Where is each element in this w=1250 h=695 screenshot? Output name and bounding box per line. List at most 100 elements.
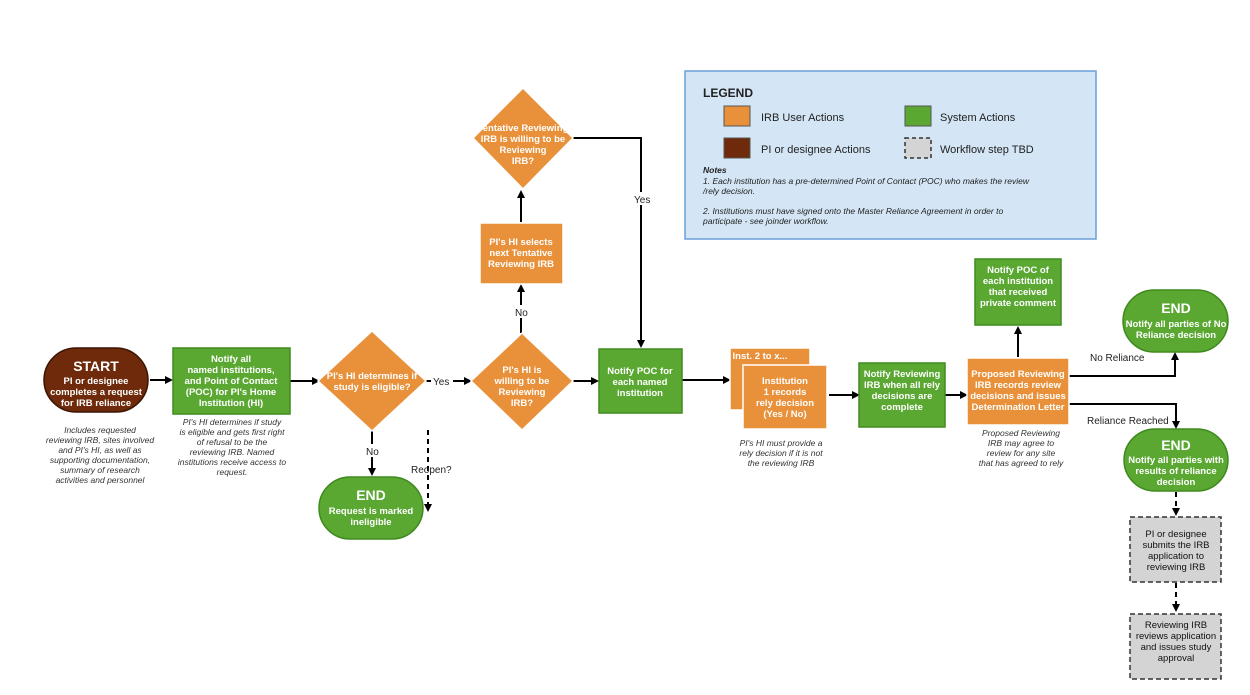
node-end-ineligible-line: Request is marked [329, 506, 414, 517]
annotation-proposed: Proposed Reviewing IRB may agree to revi… [979, 428, 1064, 468]
annotation-line: of refusal to be the [197, 437, 268, 447]
annotation-line: is eligible and gets first right [180, 427, 286, 437]
node-pi-hi-selects: PI's HI selects next Tentative Reviewing… [479, 222, 564, 285]
node-end-ineligible-line: ineligible [350, 517, 391, 528]
node-end-no-reliance-line: Notify all parties of No [1126, 319, 1227, 330]
node-notify-reviewing: Notify Reviewing IRB when all rely decis… [858, 362, 946, 428]
node-reviews-line: reviews application [1136, 631, 1216, 642]
edge-tentative-yes [572, 137, 645, 348]
node-start: START PI or designee completes a request… [43, 347, 149, 413]
decision-willing-line: IRB? [511, 398, 533, 409]
legend-notes-title: Notes [703, 165, 727, 175]
annotation-inst: PI's HI must provide a rely decision if … [739, 438, 823, 468]
node-end-results-line: results of reliance [1135, 466, 1216, 477]
annotation-line: and PI's HI, as well as [58, 445, 142, 455]
node-start-line: for IRB reliance [61, 398, 131, 409]
node-notify-reviewing-line: Notify Reviewing [864, 369, 941, 380]
node-notify-poc-line: Notify POC for [607, 366, 673, 377]
node-proposed-line: Determination Letter [972, 402, 1065, 413]
node-inst1: Institution 1 records rely decision (Yes… [742, 364, 828, 430]
node-end-ineligible: END Request is marked ineligible [318, 476, 424, 540]
node-notify-all-line: Institution (HI) [199, 398, 263, 409]
legend-label-tbd: Workflow step TBD [940, 144, 1034, 156]
legend-swatch-tbd [904, 137, 932, 159]
node-comment-line: Notify POC of [987, 265, 1050, 276]
node-submits-line: PI or designee [1145, 529, 1206, 540]
node-notify-reviewing-line: decisions are [872, 391, 933, 402]
node-end-title: END [1161, 437, 1191, 453]
decision-tentative-line: Reviewing [500, 145, 547, 156]
node-proposed-line: decisions and issues [970, 391, 1066, 402]
edges [150, 137, 1180, 612]
annotation-line: reviewing IRB. Named [190, 447, 275, 457]
annotation-line: the reviewing IRB [748, 458, 815, 468]
node-end-no-reliance-line: Reliance decision [1136, 330, 1216, 341]
node-comment-line: that received [989, 287, 1048, 298]
node-inst1-line: 1 records [764, 387, 807, 398]
node-notify-poc-line: each named [613, 377, 668, 388]
decision-eligible-line: study is eligible? [333, 382, 410, 393]
node-end-no-reliance: END Notify all parties of No Reliance de… [1122, 289, 1229, 353]
edge-label-yes: Yes [433, 377, 449, 388]
edge-reliance-reached [1069, 403, 1180, 429]
node-notify-all-line: named institutions, [187, 365, 274, 376]
legend: LEGEND IRB User Actions System Actions P… [684, 70, 1097, 240]
node-pi-submits: PI or designee submits the IRB applicati… [1129, 516, 1222, 583]
annotation-line: Includes requested [64, 425, 136, 435]
node-notify-reviewing-line: complete [881, 402, 923, 413]
legend-swatch-system [904, 105, 932, 127]
node-end-title: END [356, 487, 386, 503]
decision-eligible-line: PI's HI determines if [327, 371, 418, 382]
legend-note-line: participate - see joinder workflow. [702, 216, 829, 226]
legend-label-irb-user: IRB User Actions [761, 112, 845, 124]
legend-label-pi: PI or designee Actions [761, 144, 871, 156]
edge-label-no-reliance: No Reliance [1090, 353, 1145, 364]
edge-label-reliance-reached: Reliance Reached [1087, 416, 1169, 427]
annotation-line: institutions receive access to [178, 457, 286, 467]
node-notify-all: Notify all named institutions, and Point… [172, 347, 291, 415]
node-proposed-line: Proposed Reviewing [971, 369, 1065, 380]
legend-title: LEGEND [703, 86, 753, 100]
node-submits-line: application to [1148, 551, 1204, 562]
decision-tentative-line: IRB is willing to be [481, 134, 565, 145]
annotation-line: review for any site [987, 448, 1056, 458]
annotation-line: Proposed Reviewing [982, 428, 1060, 438]
annotation-notify: PI's HI determines if study is eligible … [178, 417, 286, 477]
node-selects-line: Reviewing IRB [488, 259, 554, 270]
edge-label-yes: Yes [634, 195, 650, 206]
node-notify-poc-comment: Notify POC of each institution that rece… [974, 258, 1062, 326]
node-end-results-line: decision [1157, 477, 1196, 488]
node-notify-poc: Notify POC for each named institution [598, 348, 683, 414]
node-submits-line: submits the IRB [1142, 540, 1209, 551]
legend-note-line: 2. Institutions must have signed onto th… [702, 206, 1003, 216]
annotation-line: PI's HI must provide a [740, 438, 823, 448]
node-end-title: END [1161, 300, 1191, 316]
decision-tentative-willing: Tentative Reviewing IRB is willing to be… [471, 86, 575, 191]
node-start-line: completes a request [50, 387, 143, 398]
node-comment-line: private comment [980, 298, 1057, 309]
node-selects-line: PI's HI selects [489, 237, 553, 248]
annotation-line: that has agreed to rely [979, 458, 1064, 468]
annotation-line: supporting documentation, [50, 455, 150, 465]
node-notify-reviewing-line: IRB when all rely [864, 380, 941, 391]
decision-tentative-line: IRB? [512, 156, 534, 167]
node-proposed-line: IRB records review [975, 380, 1062, 391]
node-comment-line: each institution [983, 276, 1053, 287]
edge-no-reliance [1069, 352, 1179, 377]
node-inst1-line: rely decision [756, 398, 814, 409]
annotation-line: PI's HI determines if study [183, 417, 282, 427]
node-inst1-line: Institution [762, 376, 808, 387]
annotation-line: rely decision if it is not [739, 448, 823, 458]
node-reviewing-reviews: Reviewing IRB reviews application and is… [1129, 613, 1222, 680]
node-reviews-line: and issues study [1141, 642, 1212, 653]
node-reviews-line: Reviewing IRB [1145, 620, 1207, 631]
node-notify-all-line: Notify all [211, 354, 251, 365]
annotation-line: activities and personnel [56, 475, 146, 485]
node-notify-all-line: and Point of Contact [185, 376, 279, 387]
node-notify-poc-line: institution [617, 388, 663, 399]
annotation-line: summary of research [60, 465, 140, 475]
legend-swatch-irb-user [723, 105, 751, 127]
decision-willing-line: PI's HI is [502, 365, 541, 376]
annotation-start: Includes requested reviewing IRB, sites … [46, 425, 154, 485]
